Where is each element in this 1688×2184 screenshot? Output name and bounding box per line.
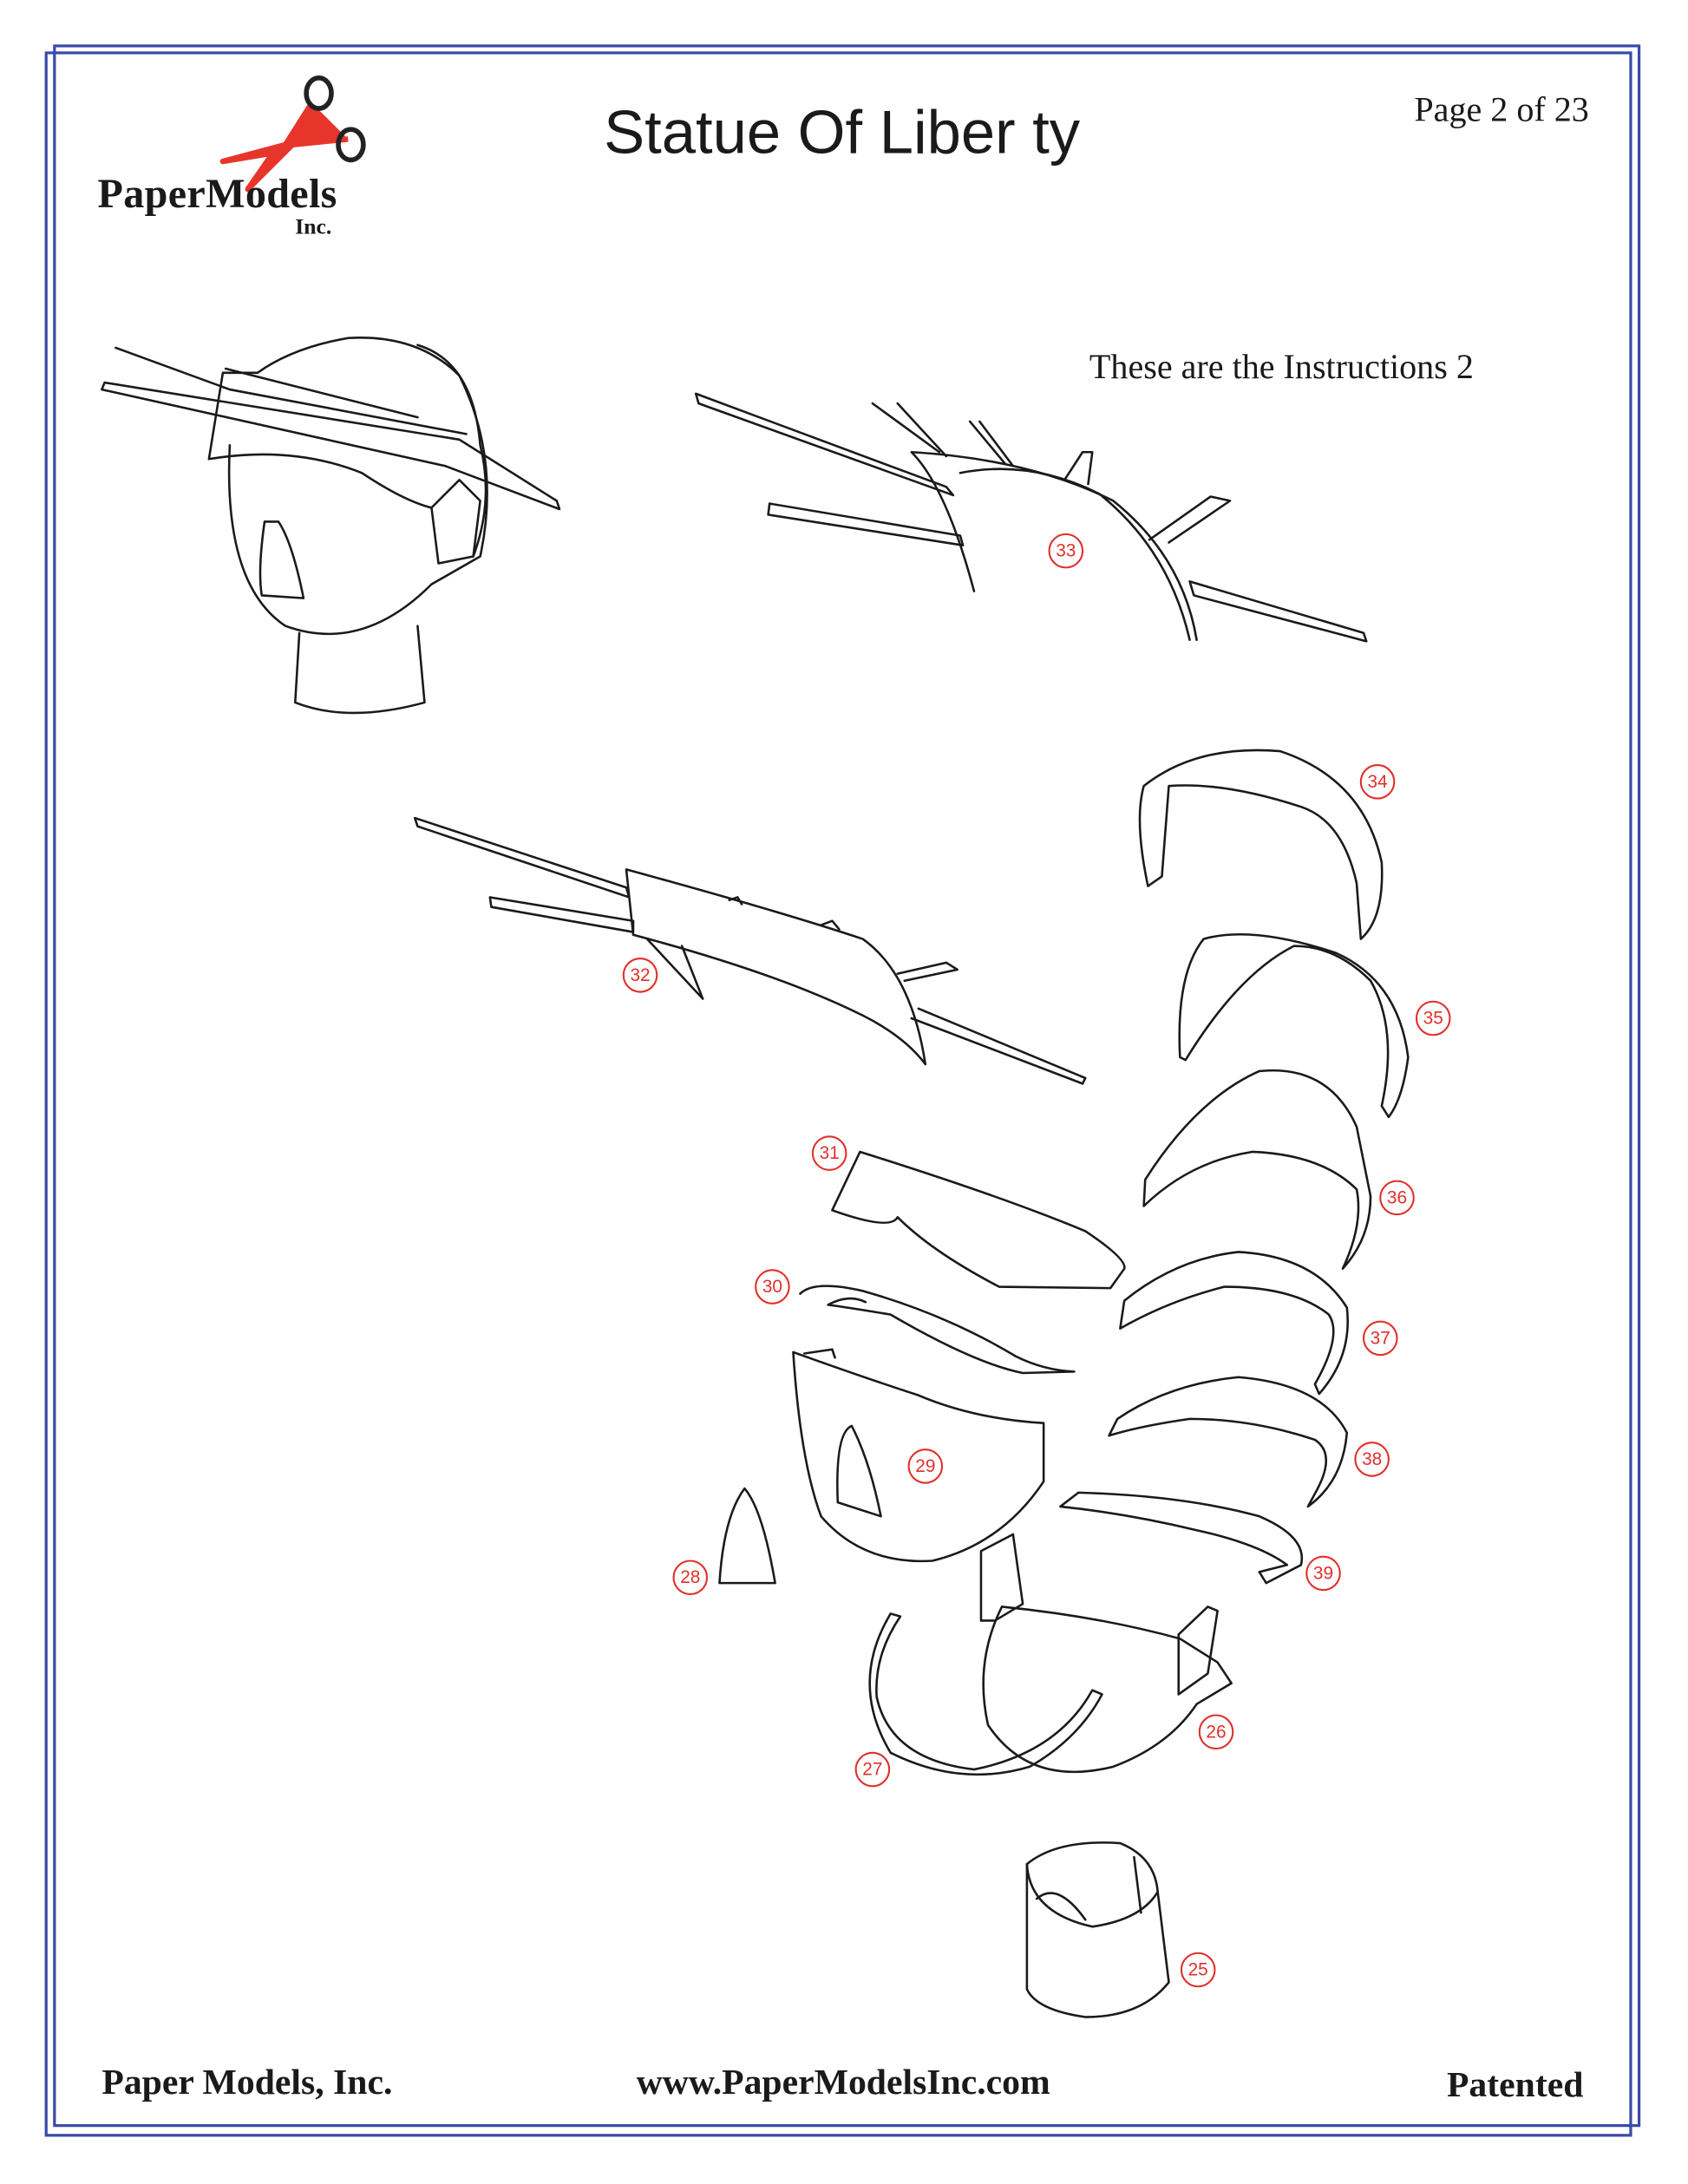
footer-patent: Patented	[1447, 2065, 1583, 2105]
svg-text:35: 35	[1423, 1008, 1443, 1028]
part-label-32: 32	[622, 957, 658, 993]
part-37-drawing	[1119, 1251, 1349, 1396]
part-label-31: 31	[811, 1135, 847, 1171]
part-34-drawing	[1138, 749, 1384, 940]
part-label-33: 33	[1048, 533, 1084, 569]
part-label-36: 36	[1379, 1180, 1415, 1216]
part-label-38: 38	[1354, 1442, 1390, 1477]
part-26-drawing	[979, 1533, 1233, 1774]
svg-text:30: 30	[762, 1277, 782, 1297]
page-border-inner	[44, 51, 1632, 2137]
footer-website-link[interactable]: www.PaperModelsInc.com	[637, 2063, 1050, 2102]
part-label-30: 30	[755, 1269, 790, 1305]
svg-text:25: 25	[1188, 1960, 1208, 1980]
part-33-drawing	[694, 392, 1368, 643]
part-36-drawing	[1142, 1069, 1372, 1270]
svg-text:28: 28	[680, 1567, 700, 1587]
part-label-27: 27	[854, 1751, 891, 1788]
svg-text:29: 29	[915, 1456, 935, 1476]
part-29-drawing	[792, 1348, 1045, 1563]
part-28-drawing	[718, 1487, 776, 1585]
instructions-text: These are the Instructions 2	[1089, 347, 1474, 386]
part-39-drawing	[1059, 1491, 1304, 1585]
part-label-37: 37	[1362, 1320, 1398, 1357]
logo-text: PaperModels	[98, 171, 337, 217]
part-32-drawing	[413, 816, 1087, 1085]
page-indicator: Page 2 of 23	[1414, 90, 1588, 129]
assembled-head-drawing	[101, 337, 561, 715]
svg-text:32: 32	[630, 965, 650, 985]
svg-text:33: 33	[1056, 541, 1076, 561]
part-27-drawing	[868, 1612, 1103, 1776]
part-label-35: 35	[1415, 1000, 1451, 1036]
part-label-29: 29	[907, 1448, 944, 1484]
part-label-26: 26	[1198, 1714, 1234, 1750]
svg-text:37: 37	[1371, 1328, 1390, 1348]
svg-text:38: 38	[1362, 1449, 1382, 1469]
paper-models-logo: PaperModels Inc.	[98, 75, 366, 239]
footer-company: Paper Models, Inc.	[101, 2063, 392, 2102]
page-border-outer	[53, 44, 1641, 2128]
part-38-drawing	[1108, 1376, 1349, 1508]
svg-text:34: 34	[1367, 772, 1387, 792]
part-label-34: 34	[1359, 764, 1396, 800]
part-30-drawing	[799, 1285, 1076, 1375]
svg-text:39: 39	[1313, 1563, 1333, 1583]
logo-subtext: Inc.	[295, 213, 331, 239]
svg-text:27: 27	[862, 1760, 882, 1780]
scissors-icon	[219, 75, 366, 193]
part-25-drawing	[1025, 1841, 1170, 2018]
part-label-28: 28	[672, 1560, 709, 1596]
svg-text:26: 26	[1206, 1722, 1226, 1742]
page-title: Statue Of Liber ty	[604, 97, 1081, 166]
part-35-drawing	[1178, 932, 1410, 1119]
part-31-drawing	[831, 1150, 1126, 1290]
svg-text:31: 31	[820, 1143, 840, 1163]
svg-text:36: 36	[1387, 1187, 1407, 1207]
part-label-25: 25	[1180, 1952, 1216, 1988]
part-label-39: 39	[1305, 1555, 1341, 1592]
